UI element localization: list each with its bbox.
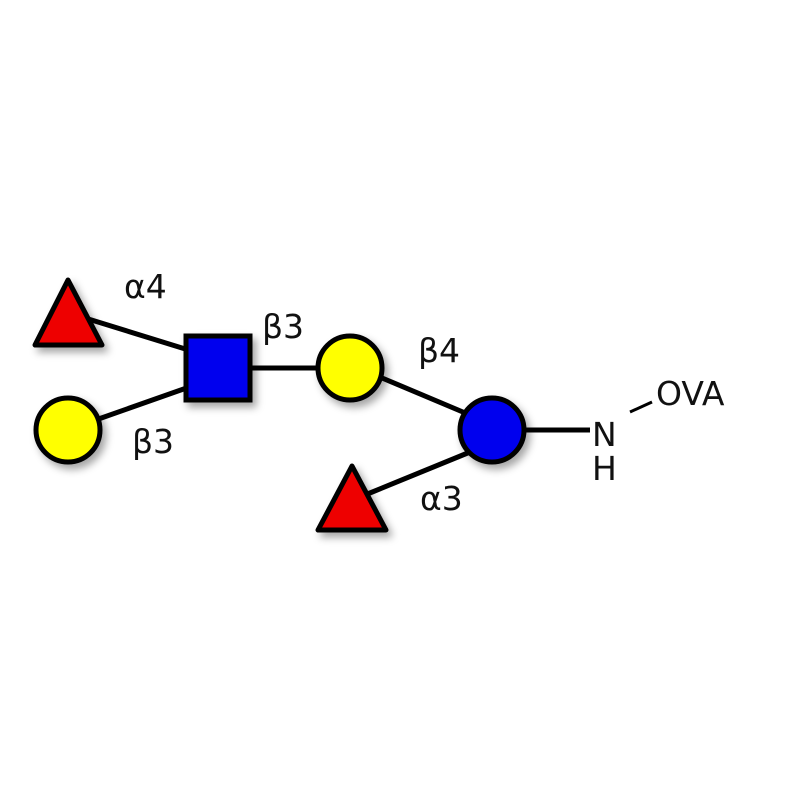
fucose-triangle-top bbox=[32, 277, 105, 348]
bond-gal-glcnac bbox=[89, 382, 196, 425]
glcnac-square bbox=[183, 333, 253, 403]
bond-gal-glc bbox=[374, 372, 471, 418]
galactose-circle-middle bbox=[315, 333, 385, 403]
bond-fuc-glc bbox=[364, 447, 476, 498]
linkage-label-b3-top: β3 bbox=[262, 307, 304, 346]
hydrogen-label: H bbox=[592, 449, 617, 488]
bond-n-ova bbox=[629, 400, 653, 414]
fucose-triangle-bottom bbox=[315, 463, 389, 533]
nitrogen-label: N bbox=[592, 415, 617, 454]
linkage-label-b4: β4 bbox=[418, 331, 460, 370]
linkage-label-a4: α4 bbox=[124, 267, 167, 306]
carrier-label: OVA bbox=[656, 374, 725, 413]
linkage-label-b3-left: β3 bbox=[132, 422, 174, 461]
glucose-circle bbox=[457, 395, 527, 465]
galactose-circle-left bbox=[33, 395, 103, 465]
bonds bbox=[84, 315, 653, 498]
linkage-label-a3: α3 bbox=[420, 479, 463, 518]
bond-fuc-glcnac bbox=[84, 315, 196, 355]
